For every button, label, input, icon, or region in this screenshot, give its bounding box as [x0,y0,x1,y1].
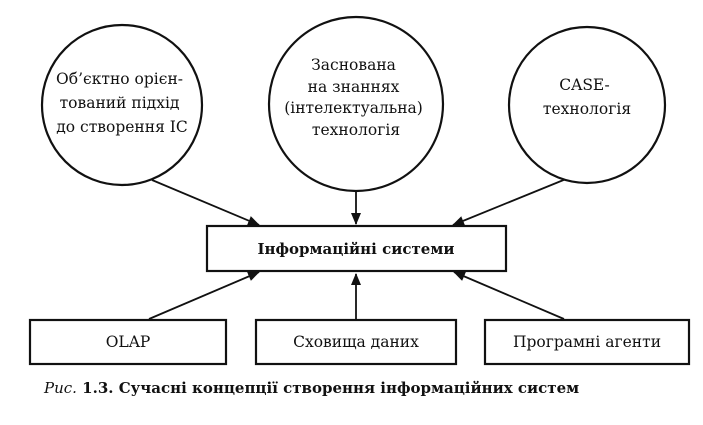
node-knowledge-line-2: на знаннях [308,78,400,96]
arrow-case-to-is [452,178,567,226]
svg-text:Заснована на знаннях: Заснована на знаннях (інтелектуальна) те… [284,56,428,139]
figure-caption: Рис. 1.3. Сучасні концепції створення ін… [44,379,694,397]
node-case-line-2: технологія [543,100,631,118]
svg-text:CASE- технологія: CASE- технологія [543,76,631,118]
caption-number: 1.3. [82,379,114,397]
node-oop-line-2: тований підхід [60,94,180,112]
node-knowledge-line-3: (інтелектуальна) [284,99,423,117]
arrow-agents-to-is [453,271,565,320]
node-information-systems-label: Інформаційні системи [258,240,455,258]
node-case-line-1: CASE- [559,76,610,94]
node-oop-approach: Об’єктно орієн- тований підхід до створе… [40,23,204,187]
node-knowledge-based: Заснована на знаннях (інтелектуальна) те… [267,15,445,193]
svg-text:Об’єктно орієн- тований: Об’єктно орієн- тований підхід до створе… [56,70,188,136]
node-oop-line-1: Об’єктно орієн- [56,70,183,88]
caption-prefix: Рис. [44,379,77,397]
node-information-systems: Інформаційні системи [205,224,508,273]
node-software-agents-label: Програмні агенти [513,333,661,351]
arrow-olap-to-is [148,271,260,320]
node-olap-label: OLAP [106,333,151,351]
node-oop-line-3: до створення ІС [56,118,188,136]
node-data-warehouse: Сховища даних [254,318,458,366]
node-olap: OLAP [28,318,228,366]
arrow-oop-to-is [151,179,260,226]
node-knowledge-line-1: Заснована [311,56,396,74]
node-knowledge-line-4: технологія [312,121,400,139]
node-data-warehouse-label: Сховища даних [293,333,419,351]
caption-text: Сучасні концепції створення інформаційни… [118,379,580,397]
node-software-agents: Програмні агенти [483,318,691,366]
node-case-technology: CASE- технологія [507,25,667,185]
